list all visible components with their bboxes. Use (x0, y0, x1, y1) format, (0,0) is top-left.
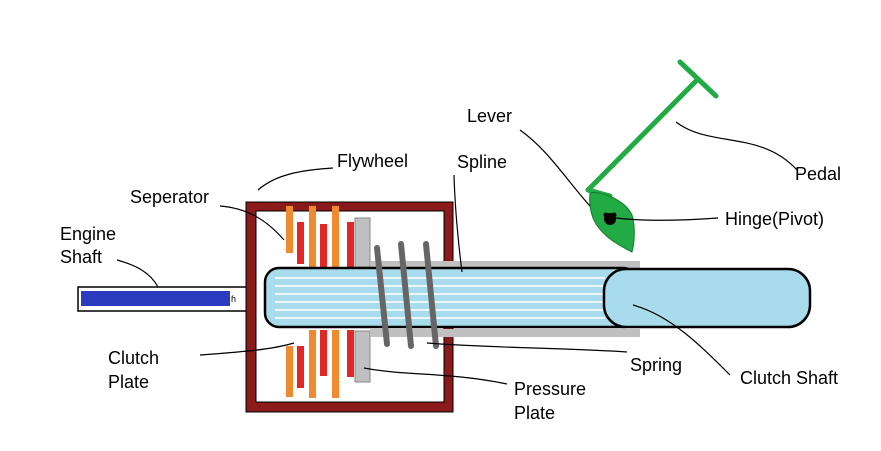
engine-shaft: ɦ (77, 286, 249, 312)
label-spline: Spline (457, 152, 507, 172)
label-flywheel: Flywheel (337, 151, 408, 171)
svg-text:ɦ: ɦ (231, 294, 236, 304)
clutch-shaft (263, 266, 812, 329)
label-pressure-plate-1: Pressure (514, 379, 586, 399)
pivot-pin-icon (603, 212, 617, 225)
label-clutch-plate-1: Clutch (108, 348, 159, 368)
label-spring: Spring (630, 355, 682, 375)
label-seperator: Seperator (130, 187, 209, 207)
label-clutch-plate-2: Plate (108, 372, 149, 392)
flywheel (245, 201, 454, 413)
label-clutch-shaft: Clutch Shaft (740, 368, 838, 388)
lever-pedal (585, 59, 719, 199)
label-hinge: Hinge(Pivot) (725, 209, 824, 229)
spline-lines (275, 277, 605, 319)
label-engine-shaft-1: Engine (60, 224, 116, 244)
label-pressure-plate-2: Plate (514, 403, 555, 423)
label-pedal: Pedal (795, 164, 841, 184)
separator-plates (286, 206, 339, 398)
pressure-plate (354, 217, 640, 383)
springs (374, 241, 439, 349)
label-engine-shaft-2: Shaft (60, 247, 102, 267)
label-lever: Lever (467, 106, 512, 126)
leader-lines (116, 121, 798, 385)
clutch-plates (297, 222, 354, 388)
